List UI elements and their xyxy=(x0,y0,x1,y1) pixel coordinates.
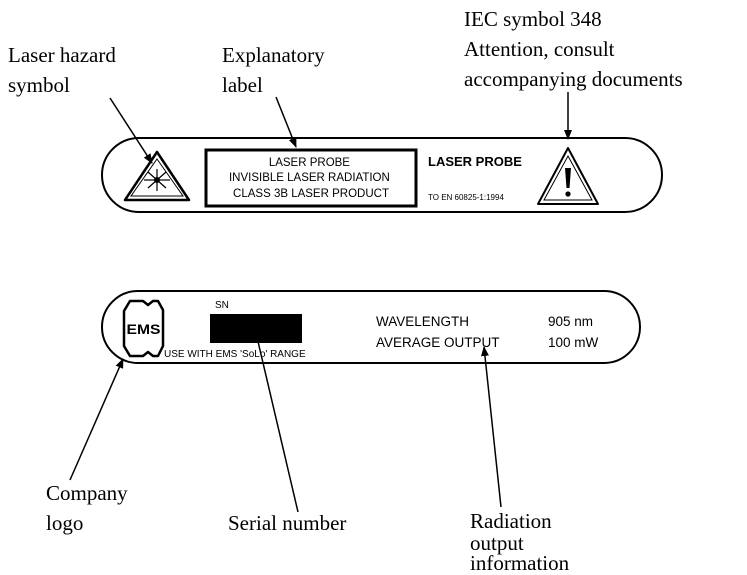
arrow-explanatory-label xyxy=(275,96,297,148)
explanatory-box xyxy=(204,148,418,208)
callout-serial-number: Serial number xyxy=(228,511,346,535)
arrow-radiation-output xyxy=(480,346,502,508)
laser-hazard-icon xyxy=(123,150,191,202)
arrow-laser-hazard xyxy=(109,97,153,164)
callout-laser-hazard: Laser hazard symbol xyxy=(8,43,121,97)
bottom-label-outline xyxy=(101,290,641,364)
sn-label: SN xyxy=(215,300,229,311)
company-logo-icon: EMS xyxy=(122,299,165,358)
bottom-rating-label: EMS SN USE WITH EMS 'SoLo' RANGE WAVELEN… xyxy=(101,290,641,364)
top-warning-label: LASER PROBE INVISIBLE LASER RADIATION CL… xyxy=(101,137,663,213)
iec-attention-icon xyxy=(537,147,599,205)
callout-company-logo: Company logo xyxy=(46,481,133,535)
arrow-serial-number xyxy=(254,332,299,513)
average-output-value: 100 mW xyxy=(548,335,599,350)
callout-radiation-output: Radiation output information xyxy=(470,509,570,575)
average-output-label: AVERAGE OUTPUT xyxy=(376,335,500,350)
callout-iec-symbol: IEC symbol 348 Attention, consult accomp… xyxy=(464,7,683,91)
use-with-text: USE WITH EMS 'SoLo' RANGE xyxy=(164,349,306,360)
svg-text:EMS: EMS xyxy=(127,321,161,337)
explanatory-box-text: LASER PROBE INVISIBLE LASER RADIATION CL… xyxy=(229,157,393,200)
serial-number-redaction xyxy=(210,314,302,343)
wavelength-value: 905 nm xyxy=(548,314,593,329)
callout-explanatory-label: Explanatory label xyxy=(222,43,330,97)
arrow-company-logo xyxy=(69,358,124,481)
callout-arrows xyxy=(69,92,572,513)
wavelength-label: WAVELENGTH xyxy=(376,314,469,329)
standard-reference: TO EN 60825-1:1994 xyxy=(428,193,504,202)
laser-probe-heading: LASER PROBE xyxy=(428,154,522,169)
